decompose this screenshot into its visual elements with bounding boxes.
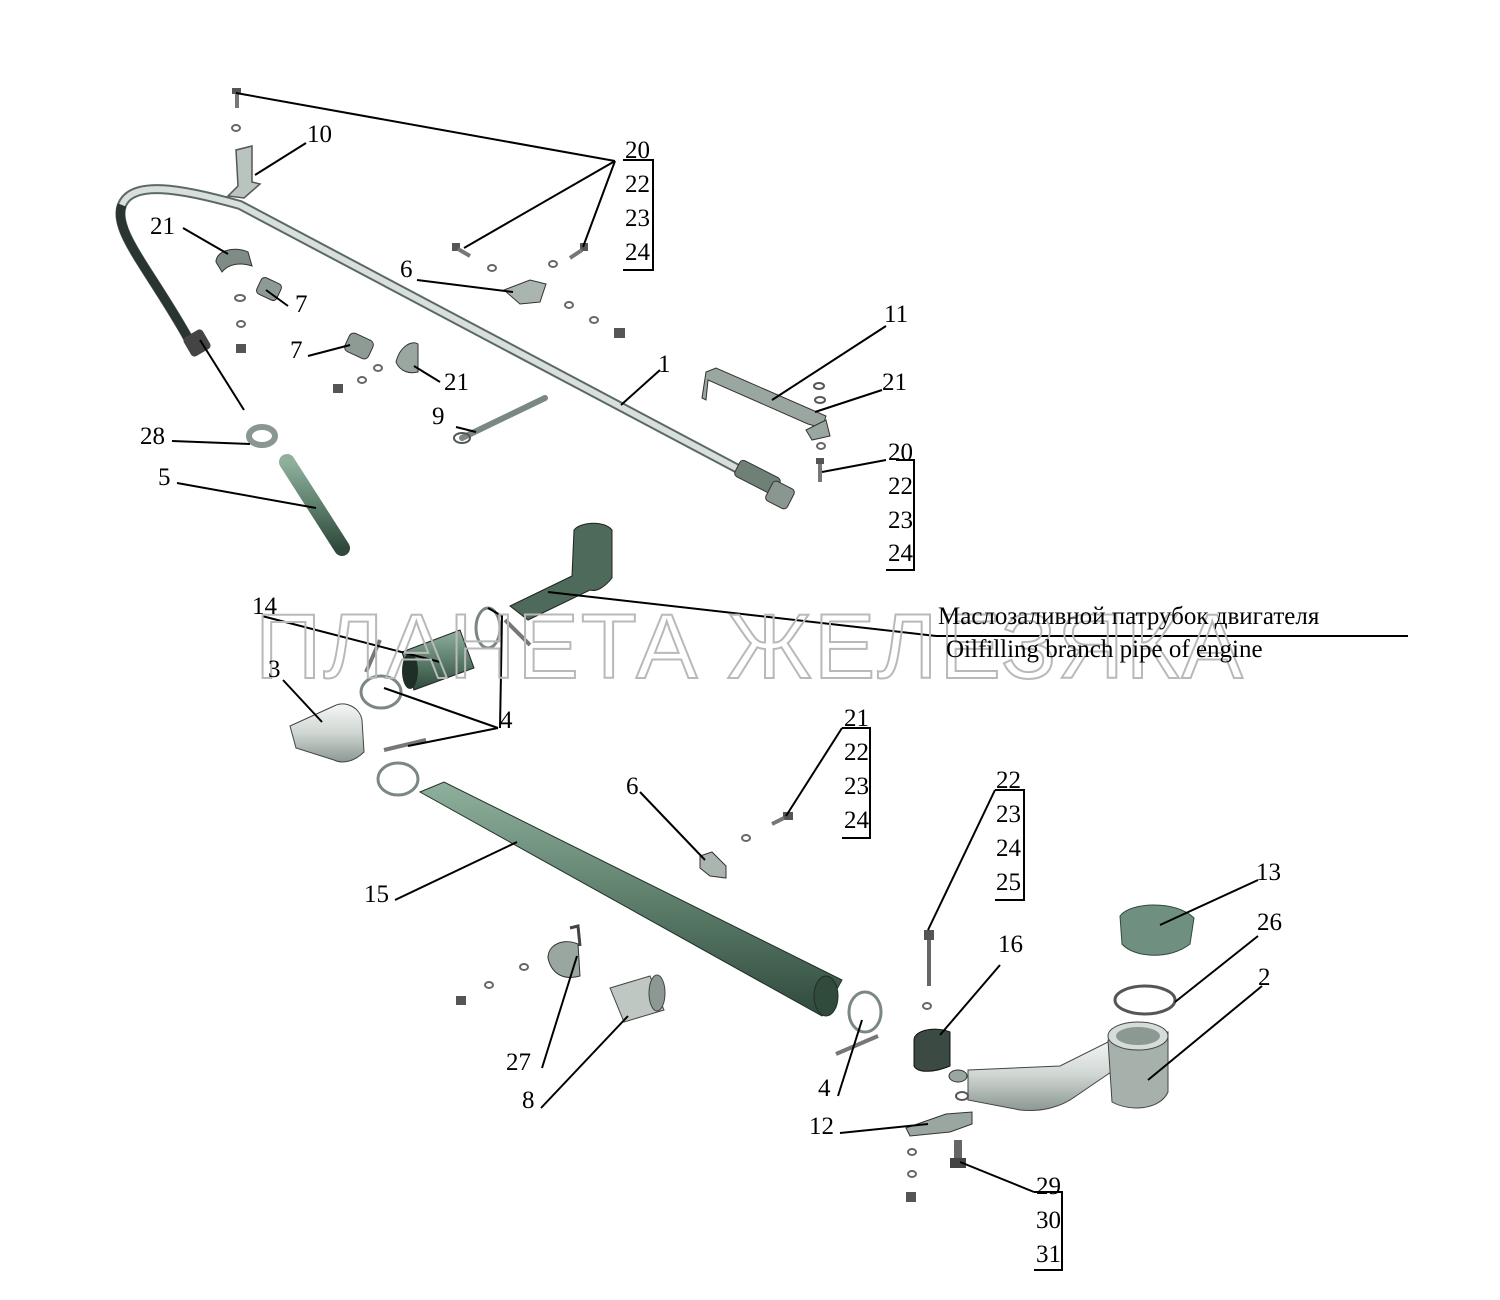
bracket-10-icon [226,145,262,199]
stack-1-item: 22 [625,171,650,198]
stack-group-2: 20 22 23 24 [888,439,914,567]
stack-group-3: 21 22 23 24 [844,705,870,834]
label-1: 1 [658,351,671,378]
tube-5-icon [279,454,350,556]
washers-mid-icon [333,364,383,393]
stack-2-item: 23 [888,507,913,534]
stack-1-item: 20 [625,137,650,164]
label-6b: 6 [626,773,639,800]
label-21b: 21 [444,369,469,396]
label-8: 8 [522,1087,535,1114]
label-3: 3 [268,656,281,683]
stack-3-item: 22 [844,739,869,766]
label-4b: 4 [818,1075,831,1102]
stack-3-item: 21 [844,705,869,732]
seal-ring-26-icon [1113,984,1177,1016]
fasteners-right-icon [805,382,831,482]
label-4a: 4 [500,707,513,734]
label-21c: 21 [882,369,907,396]
label-12: 12 [809,1113,834,1140]
washers-lower-left-icon [456,963,529,1005]
bolt-top-icon [231,88,241,132]
stack-group-1: 20 22 23 24 [625,137,651,266]
stack-5-item: 31 [1036,1241,1061,1268]
label-14: 14 [252,593,278,620]
cable-end-fitting-icon [734,459,795,510]
clamp-27-icon [547,941,581,978]
bracket-6-lower-icon [699,851,727,879]
label-7a: 7 [295,291,308,318]
label-5: 5 [158,464,171,491]
clip-21-mid-icon [395,342,419,374]
bracket-6-top-icon [503,279,547,305]
leader-lines [171,92,1408,1271]
stack-5-item: 29 [1036,1173,1061,1200]
washers-left-icon [234,294,246,353]
parts-illustration [115,88,1195,1202]
stack-group-5: 29 30 31 [1036,1173,1061,1268]
label-27: 27 [506,1049,531,1076]
stack-4-item: 25 [996,869,1021,896]
label-28: 28 [140,423,165,450]
sleeve-8-icon [609,974,666,1023]
label-21a: 21 [150,213,175,240]
washer-28-icon [246,424,278,448]
stack-2-item: 22 [888,473,913,500]
watermark-text: ПЛАНЕТА ЖЕЛЕЗЯКА [255,596,1245,698]
clamp-16-icon [913,1028,951,1072]
stack-1-item: 23 [625,205,650,232]
label-2: 2 [1258,964,1271,991]
long-bolt-icon [922,930,934,1010]
oilfilling-branch-pipe-icon [509,522,613,621]
stack-4-item: 22 [996,767,1021,794]
sleeve-7-mid-icon [344,332,374,360]
filler-neck-icon [1107,1031,1169,1109]
clip-21-top-icon [215,248,253,273]
stack-group-4: 22 23 24 25 [996,767,1022,896]
cap-13-icon [1119,904,1195,956]
stack-2-item: 24 [888,540,914,567]
elbow-3-icon [289,703,365,763]
label-26: 26 [1257,909,1282,936]
bolt-lower-icon [741,812,793,842]
stack-4-item: 23 [996,801,1021,828]
stack-3-item: 24 [844,807,870,834]
stack-5-item: 30 [1036,1207,1061,1234]
stack-2-item: 20 [888,439,913,466]
label-15: 15 [364,881,389,908]
label-9: 9 [432,403,445,430]
label-13: 13 [1256,859,1281,886]
label-7b: 7 [290,337,303,364]
label-16: 16 [998,931,1023,958]
stack-4-item: 24 [996,835,1022,862]
label-11: 11 [884,301,908,328]
label-6a: 6 [400,256,413,283]
stack-1-item: 24 [625,239,651,266]
bracket-11-icon [701,367,827,429]
pipe-2-icon [967,1039,1115,1111]
note-en: Oilfilling branch pipe of engine [946,636,1263,663]
bolt-29-icon [906,1140,966,1202]
callout-labels: 1 2 3 4 4 5 6 6 7 7 8 9 10 11 12 13 14 1… [140,121,1320,1268]
hose-clamps-4-icon [359,606,883,1056]
sleeve-7-top-icon [256,277,282,301]
bracket-12-icon [905,1069,973,1137]
hose-15-icon [418,781,843,1017]
note-ru: Маслозаливной патрубок двигателя [938,603,1320,630]
cable-top-fitting-icon [183,329,211,357]
label-10: 10 [307,121,332,148]
stack-3-item: 23 [844,773,869,800]
